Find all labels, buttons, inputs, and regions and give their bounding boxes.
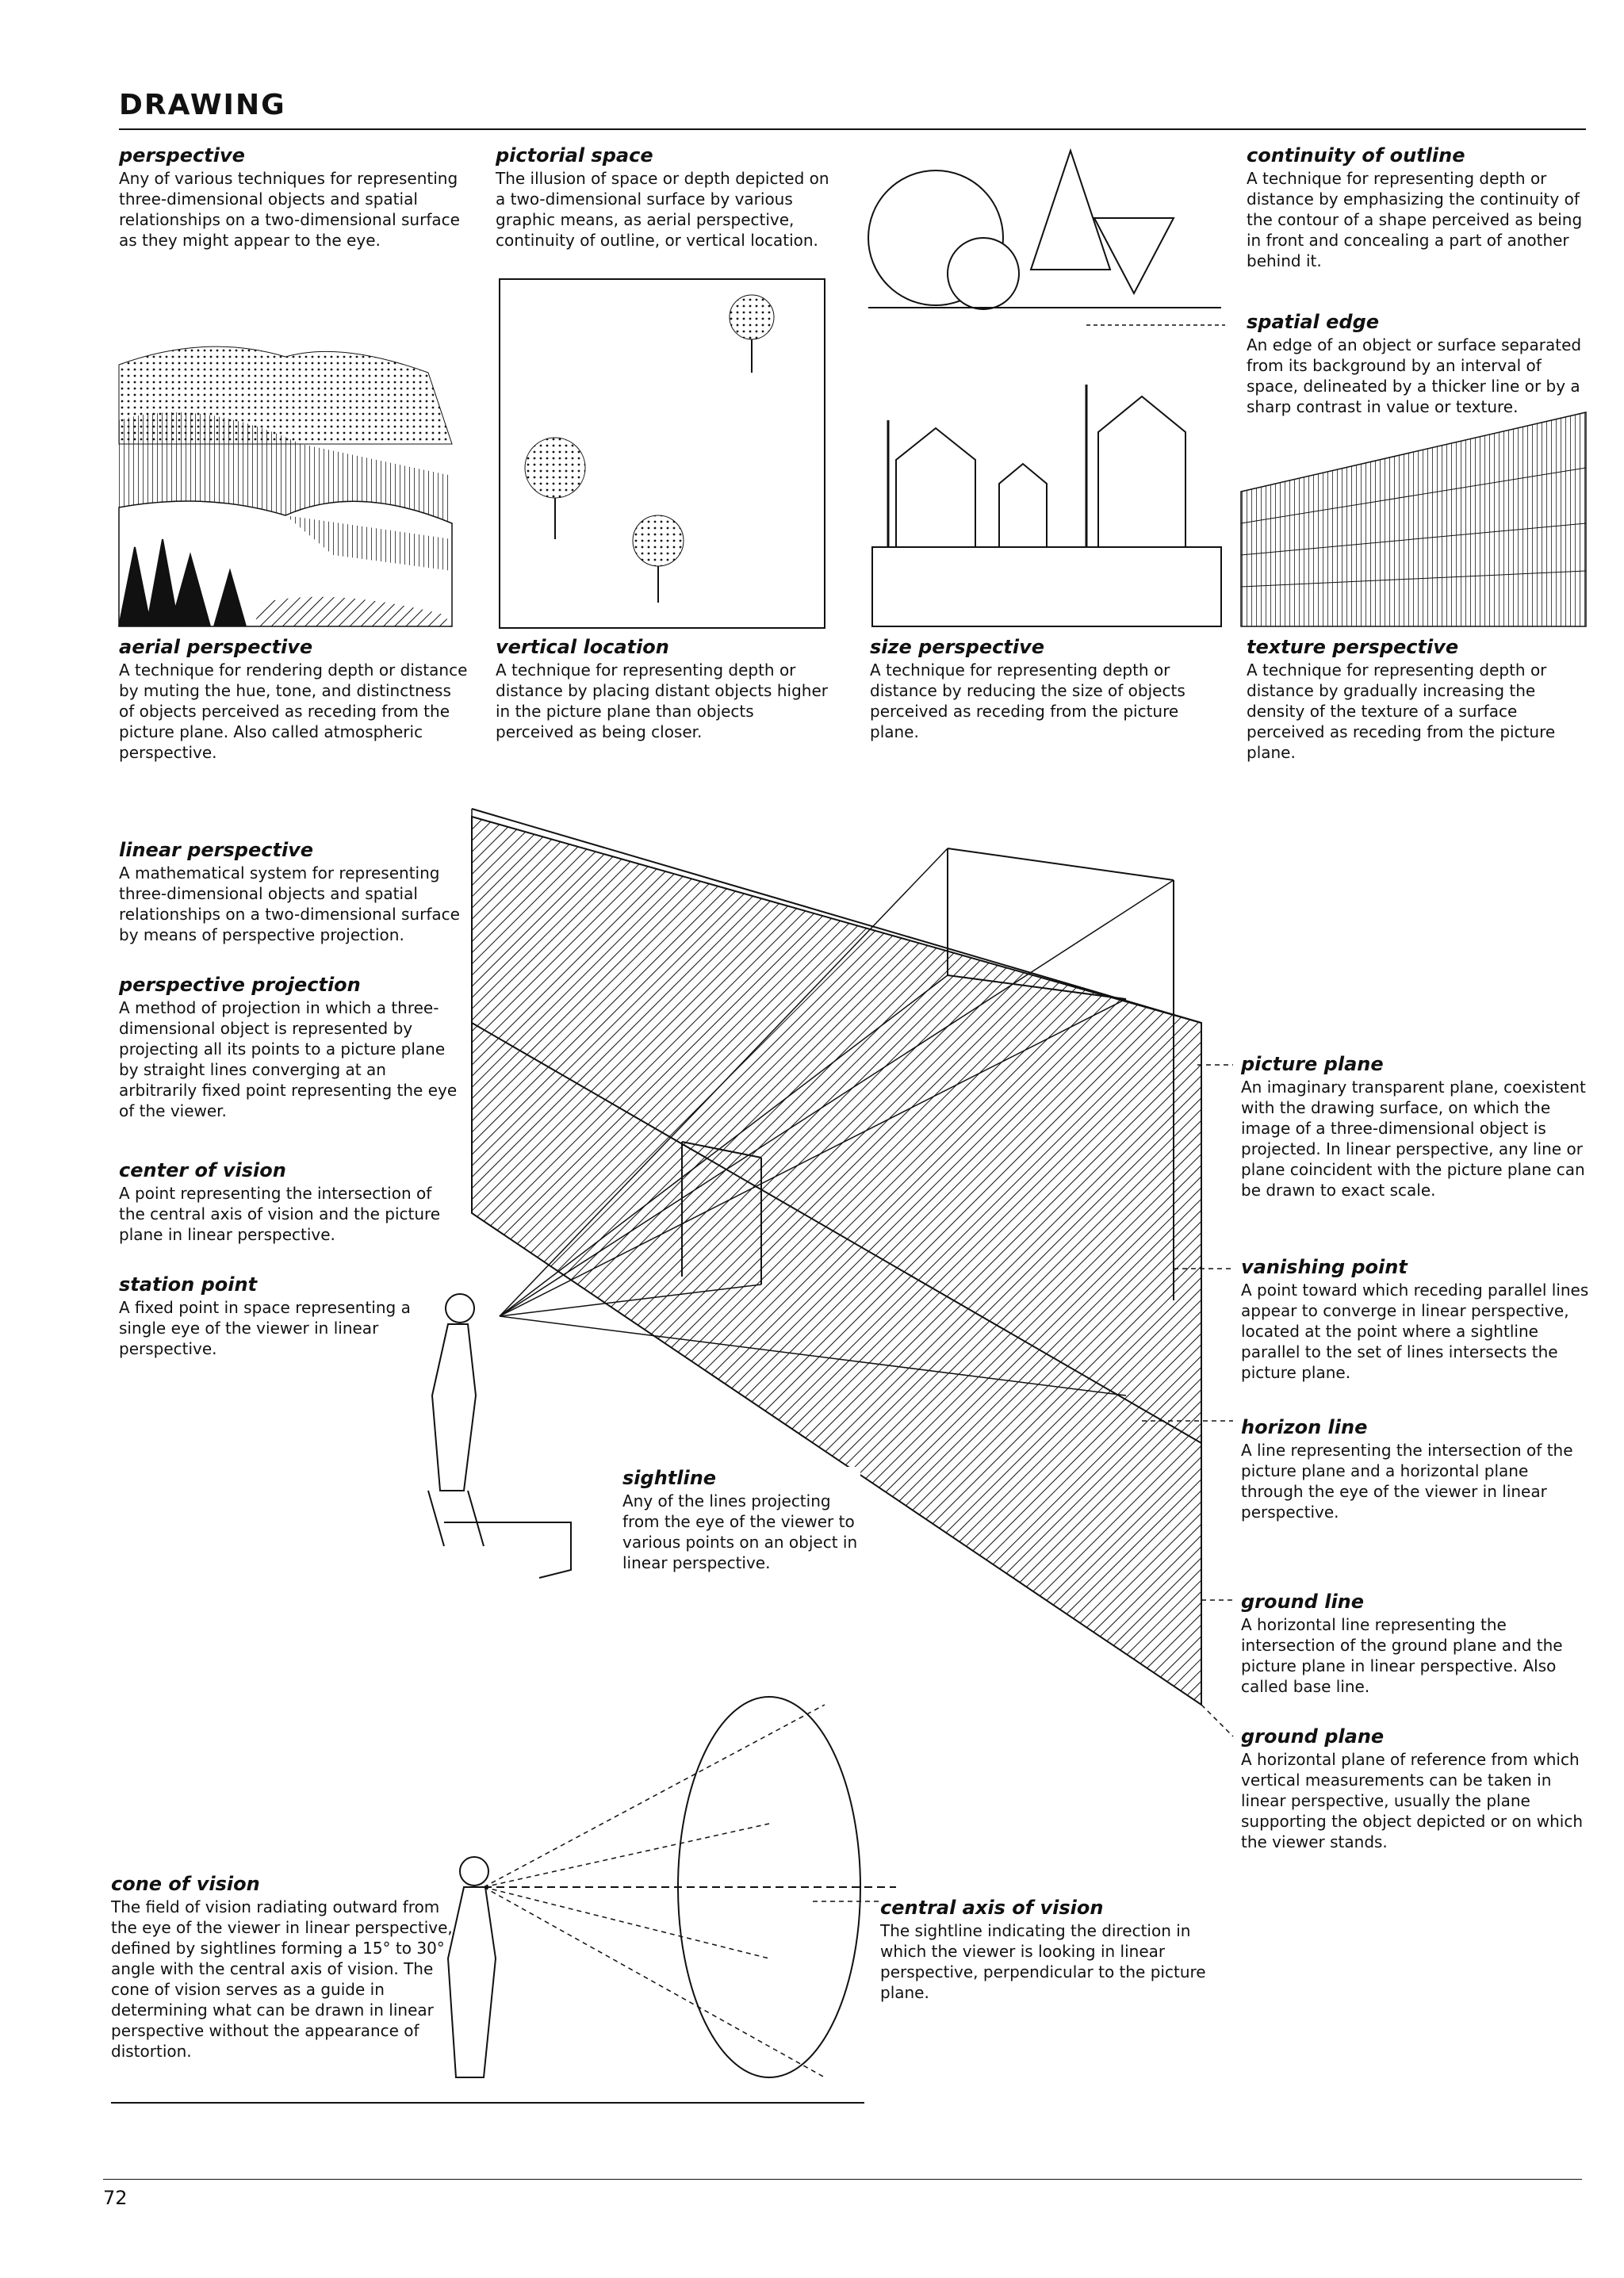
term: center of vision (119, 1159, 286, 1181)
term: sightline (622, 1467, 717, 1489)
station-point-figure (427, 1293, 572, 1579)
entry-pictorial-space: pictorial space The illusion of space or… (496, 144, 837, 251)
definition: A technique for representing depth or di… (1247, 660, 1556, 762)
definition: An imaginary transparent plane, coexiste… (1241, 1078, 1586, 1200)
definition: A technique for rendering depth or dista… (119, 660, 468, 762)
term: perspective projection (119, 974, 361, 996)
definition: A fixed point in space representing a si… (119, 1298, 411, 1358)
definition: The sightline indicating the direction i… (880, 1921, 1206, 2002)
definition: The field of vision radiating outward fr… (111, 1897, 453, 2061)
term: vanishing point (1241, 1256, 1408, 1278)
term: picture plane (1241, 1053, 1384, 1075)
entry-station-point: station point A fixed point in space rep… (119, 1273, 420, 1359)
definition: A horizontal plane of reference from whi… (1241, 1750, 1584, 1851)
term: station point (119, 1273, 258, 1296)
footer-rule (103, 2179, 1582, 2180)
size-perspective-illustration (871, 385, 1222, 627)
definition: A horizontal line representing the inter… (1241, 1615, 1563, 1696)
texture-perspective-illustration (1240, 412, 1587, 627)
definition: A mathematical system for representing t… (119, 863, 460, 944)
entry-picture-plane: picture plane An imaginary transparent p… (1241, 1053, 1590, 1200)
term: texture perspective (1247, 636, 1459, 658)
entry-perspective-projection: perspective projection A method of proje… (119, 974, 460, 1121)
vertical-location-illustration (499, 278, 825, 629)
continuity-of-outline-illustration (868, 147, 1225, 326)
term: central axis of vision (880, 1897, 1104, 1919)
entry-continuity-of-outline: continuity of outline A technique for re… (1247, 144, 1595, 271)
entry-linear-perspective: linear perspective A mathematical system… (119, 839, 460, 945)
term: spatial edge (1247, 311, 1380, 333)
cone-of-vision-diagram (111, 1696, 896, 2104)
entry-central-axis-of-vision: central axis of vision The sightline ind… (880, 1897, 1213, 2003)
entry-vanishing-point: vanishing point A point toward which rec… (1241, 1256, 1590, 1383)
definition: A method of projection in which a three-… (119, 998, 458, 1120)
linear-perspective-diagram (471, 808, 1202, 1706)
entry-size-perspective: size perspective A technique for represe… (870, 636, 1219, 742)
entry-cone-of-vision: cone of vision The field of vision radia… (111, 1873, 460, 2062)
entry-ground-line: ground line A horizontal line representi… (1241, 1591, 1590, 1697)
aerial-perspective-illustration (118, 346, 453, 627)
entry-horizon-line: horizon line A line representing the int… (1241, 1416, 1590, 1522)
header-rule (119, 128, 1586, 130)
entry-sightline: sightline Any of the lines projecting fr… (622, 1467, 860, 1573)
term: linear perspective (119, 839, 314, 861)
definition: The illusion of space or depth depicted … (496, 169, 829, 250)
term: horizon line (1241, 1416, 1368, 1438)
term: pictorial space (496, 144, 653, 167)
page-number: 72 (103, 2187, 128, 2209)
entry-vertical-location: vertical location A technique for repres… (496, 636, 837, 742)
entry-perspective: perspective Any of various techniques fo… (119, 144, 468, 251)
leader-lines (813, 1064, 1234, 1902)
term: perspective (119, 144, 245, 167)
definition: A point representing the intersection of… (119, 1184, 441, 1244)
definition: A technique for representing depth or di… (1247, 169, 1583, 270)
term: continuity of outline (1247, 144, 1465, 167)
term: ground line (1241, 1591, 1365, 1613)
term: cone of vision (111, 1873, 260, 1895)
definition: A line representing the intersection of … (1241, 1441, 1573, 1522)
section-title: DRAWING (119, 89, 286, 121)
term: ground plane (1241, 1725, 1385, 1748)
entry-texture-perspective: texture perspective A technique for repr… (1247, 636, 1595, 763)
definition: A technique for representing depth or di… (870, 660, 1185, 741)
entry-ground-plane: ground plane A horizontal plane of refer… (1241, 1725, 1590, 1852)
definition: A point toward which receding parallel l… (1241, 1281, 1589, 1382)
definition: An edge of an object or surface separate… (1247, 335, 1582, 416)
term: size perspective (870, 636, 1044, 658)
definition: Any of various techniques for representi… (119, 169, 460, 250)
term: aerial perspective (119, 636, 313, 658)
entry-spatial-edge: spatial edge An edge of an object or sur… (1247, 311, 1595, 417)
definition: A technique for representing depth or di… (496, 660, 828, 741)
entry-center-of-vision: center of vision A point representing th… (119, 1159, 460, 1245)
entry-aerial-perspective: aerial perspective A technique for rende… (119, 636, 468, 763)
term: vertical location (496, 636, 669, 658)
definition: Any of the lines projecting from the eye… (622, 1491, 858, 1572)
